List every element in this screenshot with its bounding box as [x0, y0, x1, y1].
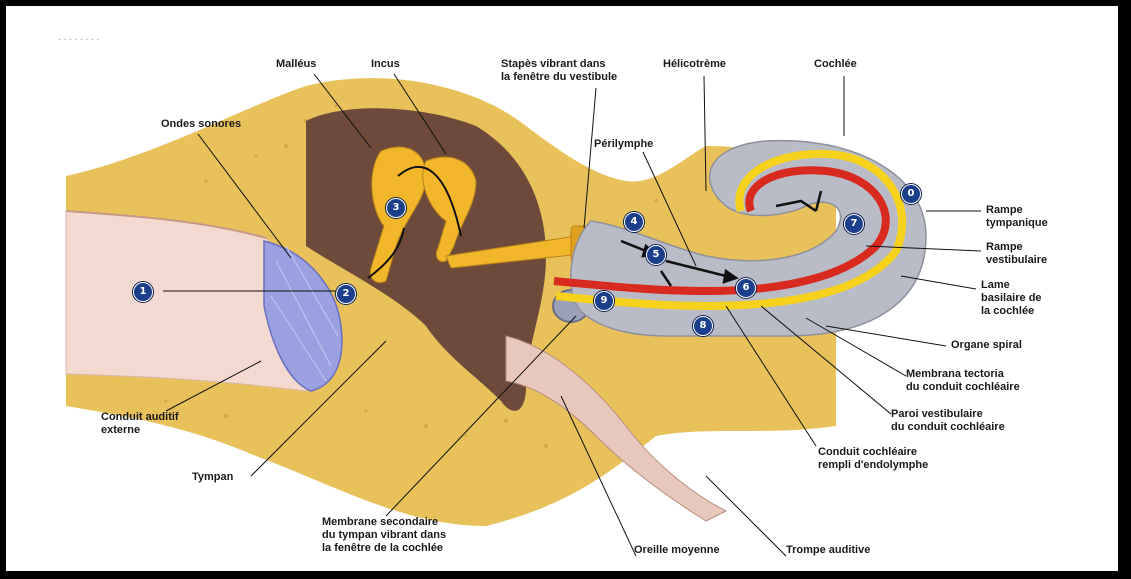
label-perilymphe: Périlymphe	[594, 138, 653, 151]
label-helicotreme: Hélicotrème	[663, 58, 726, 71]
label-membrane-secondaire: Membrane secondaire du tympan vibrant da…	[322, 516, 446, 555]
label-conduit-cochleaire: Conduit cochléaire rempli d'endolymphe	[818, 446, 928, 472]
step-2: 2	[336, 284, 356, 304]
step-5: 5	[646, 245, 666, 265]
label-incus: Incus	[371, 58, 400, 71]
label-oreille-moyenne: Oreille moyenne	[634, 544, 720, 557]
faded-caption: · · · · · · · ·	[58, 34, 99, 44]
ear-illustration	[6, 6, 1118, 571]
label-organe-spiral: Organe spiral	[951, 339, 1022, 352]
label-rampe-vestibulaire: Rampe vestibulaire	[986, 241, 1047, 267]
step-8: 8	[693, 316, 713, 336]
diagram-frame: · · · · · · · · Malléus Incus Stapès vib…	[6, 6, 1118, 571]
label-rampe-tympanique: Rampe tympanique	[986, 204, 1048, 230]
label-trompe-auditive: Trompe auditive	[786, 544, 870, 557]
step-7: 7	[844, 214, 864, 234]
step-3: 3	[386, 198, 406, 218]
label-lame-basilaire: Lame basilaire de la cochlée	[981, 279, 1042, 318]
step-6: 6	[736, 278, 756, 298]
label-tympan: Tympan	[192, 471, 233, 484]
label-paroi-vestibulaire: Paroi vestibulaire du conduit cochléaire	[891, 408, 1005, 434]
label-conduit-auditif: Conduit auditif externe	[101, 411, 179, 437]
label-cochlee: Cochlée	[814, 58, 857, 71]
step-1: 1	[133, 282, 153, 302]
label-malleus: Malléus	[276, 58, 316, 71]
label-stapes: Stapès vibrant dans la fenêtre du vestib…	[501, 58, 617, 84]
label-membrana-tectoria: Membrana tectoria du conduit cochléaire	[906, 368, 1020, 394]
step-10: 0	[901, 184, 921, 204]
step-9: 9	[594, 291, 614, 311]
label-ondes: Ondes sonores	[161, 118, 241, 131]
step-4: 4	[624, 212, 644, 232]
